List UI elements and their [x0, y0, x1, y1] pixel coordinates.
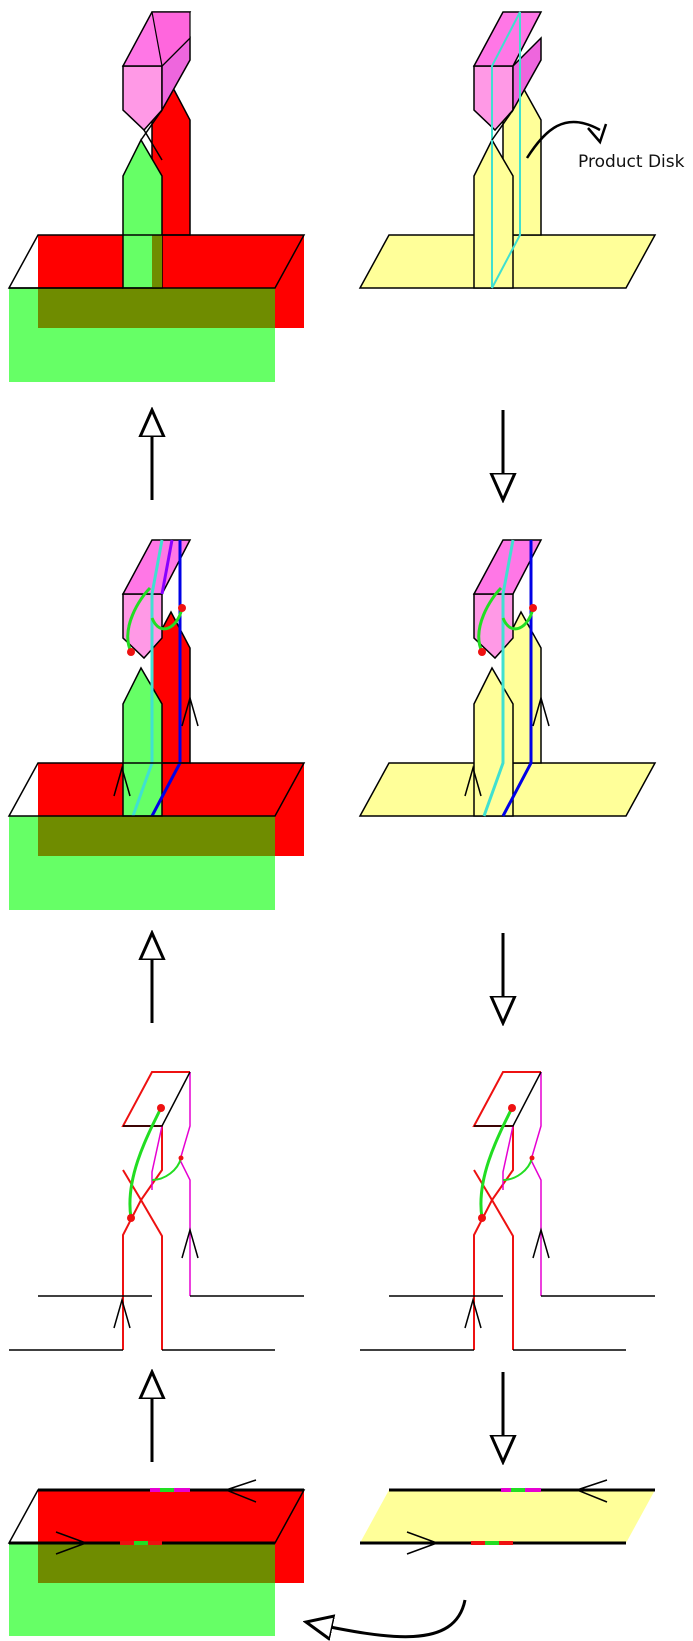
olive-overlap — [38, 288, 275, 328]
red-dot — [127, 1214, 135, 1222]
panel-bottom-right — [360, 1480, 655, 1554]
magenta-path — [531, 1072, 541, 1296]
magenta-path — [180, 1072, 190, 1296]
red-path — [123, 1072, 190, 1350]
red-path — [474, 1072, 541, 1350]
olive-column-overlap — [152, 235, 162, 288]
olive-overlap — [38, 816, 275, 856]
panel-bottom-left — [9, 1480, 304, 1636]
red-dot — [478, 1214, 486, 1222]
red-dot — [127, 648, 135, 656]
red-dot — [179, 1156, 184, 1161]
panel-curves-right — [360, 1072, 655, 1350]
product-disk-label: Product Disk — [578, 152, 685, 172]
red-dot — [530, 1156, 535, 1161]
panel-top-left — [9, 12, 304, 382]
red-dot — [529, 604, 537, 612]
red-dot — [157, 1104, 165, 1112]
yellow-sheet — [360, 1490, 655, 1543]
panel-curves-left — [9, 1072, 304, 1350]
olive-overlap — [38, 1543, 275, 1583]
panel-mid-right — [360, 540, 655, 816]
panel-top-right: Product Disk — [360, 12, 685, 288]
red-dot — [508, 1104, 516, 1112]
red-dot — [478, 648, 486, 656]
panel-mid-left — [9, 540, 304, 910]
green-curve — [481, 1108, 512, 1218]
green-curve — [130, 1108, 161, 1218]
red-dot — [178, 604, 186, 612]
return-arrow — [306, 1600, 465, 1637]
